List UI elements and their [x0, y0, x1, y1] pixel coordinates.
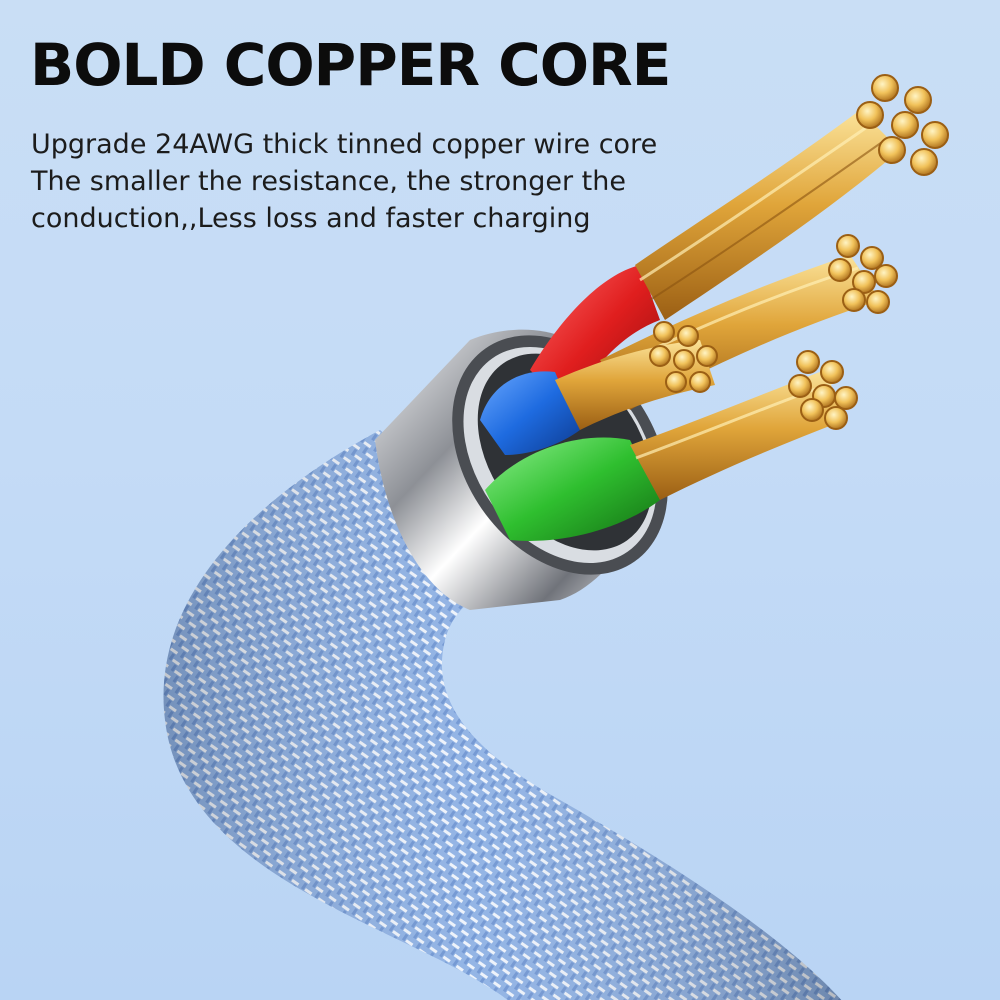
strand-ends-top [856, 74, 949, 176]
strand-ends-lower [649, 321, 718, 393]
red-wire [530, 265, 660, 410]
copper-strands [555, 110, 900, 500]
braided-cable [163, 430, 842, 1000]
green-wire [485, 437, 660, 541]
headline: BOLD COPPER CORE [30, 31, 671, 99]
description: Upgrade 24AWG thick tinned copper wire c… [31, 126, 751, 237]
strand-ends-bottom [788, 350, 858, 430]
strand-ends-middle [828, 234, 898, 314]
description-line: Upgrade 24AWG thick tinned copper wire c… [31, 129, 658, 160]
description-line: The smaller the resistance, the stronger… [31, 166, 626, 197]
description-line: conduction,,Less loss and faster chargin… [31, 203, 591, 234]
blue-wire [480, 371, 580, 455]
